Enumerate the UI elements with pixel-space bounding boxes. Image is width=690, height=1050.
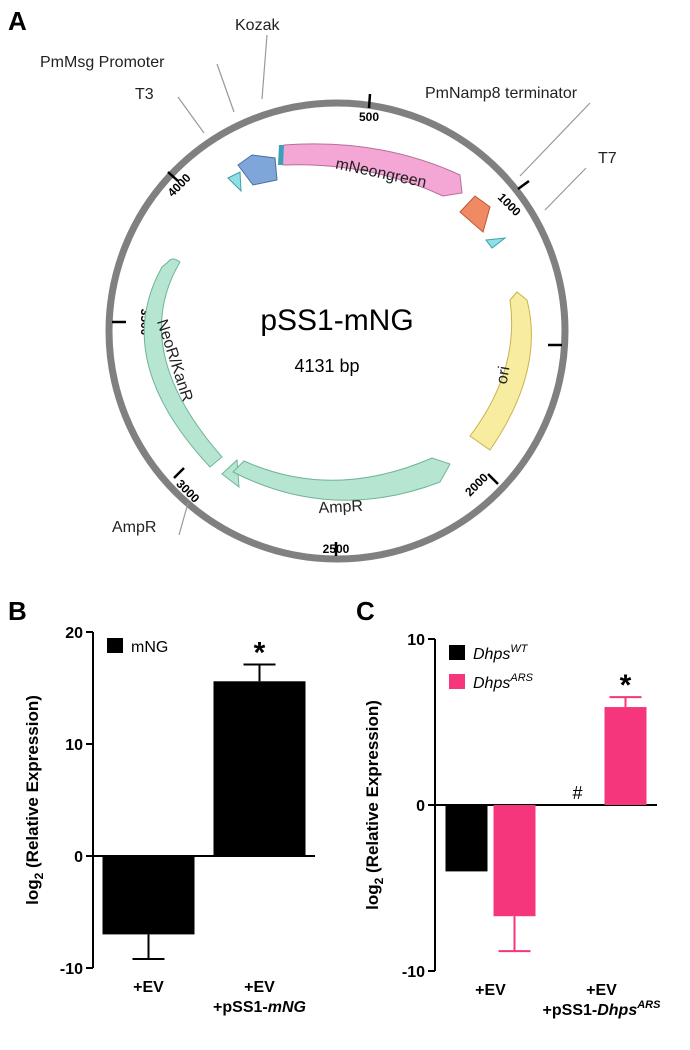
legend-swatch [449,674,465,689]
y-axis-label-main: log [363,884,382,910]
y-axis-label: log2 (Relative Expression) [363,700,386,910]
y-tick-label: -10 [402,964,425,981]
t7-feature [485,237,507,249]
x-category-label-plain: +pSS1- [213,999,268,1016]
plasmid-map: 500 1000 1500 2000 2500 3000 3500 4000 m… [40,17,617,563]
tick-label-500: 500 [359,110,379,124]
y-tick-label: 0 [416,798,425,815]
legend-label-superscript: ARS [509,672,533,684]
y-tick-label: 0 [74,849,83,866]
bar [445,805,488,872]
plasmid-backbone [105,99,569,563]
y-tick-label: 10 [407,632,425,649]
plasmid-ticks [112,93,562,556]
t3-feature [227,171,242,193]
tick-mark-4000 [167,171,179,182]
y-axis-label: log2 (Relative Expression) [23,695,46,905]
legend-swatch [449,645,465,660]
callout-line-namp8 [519,102,591,177]
x-category-label: +EV [475,982,506,999]
y-axis-label-rest: (Relative Expression) [363,700,382,878]
significance-asterisk: * [620,669,632,702]
tick-label-2000: 2000 [462,470,491,499]
feature-label-ampr: AmpR [318,498,363,517]
tick-mark-500 [367,93,372,109]
callout-line-ampr [178,502,189,536]
callout-line-t7 [544,167,587,211]
y-axis-label-main: log [23,879,42,905]
callout-label-kozak: Kozak [235,17,280,34]
callout-line-t3 [177,96,205,134]
tick-mark-1000 [517,179,530,191]
significance-hash: # [572,783,582,803]
callout-label-t3: T3 [135,86,154,103]
callout-line-kozak [261,34,268,100]
y-tick-label: -10 [60,961,83,978]
panel-letter-b: B [8,596,27,626]
y-axis-label-subscript: 2 [372,877,386,884]
y-tick-label: 20 [65,625,83,642]
panel-letter-c: C [356,596,375,626]
callout-line-pmmsg [216,63,235,113]
bar [213,681,306,856]
x-category-label-plain: +pSS1- [543,1002,598,1019]
legend-label-superscript: WT [510,643,528,655]
feature-label-ori: ori [494,365,514,385]
ori-arrow [469,291,532,451]
y-tick-label: 10 [65,737,83,754]
tick-mark-3000 [173,467,185,479]
legend-label: DhpsWT [473,643,529,663]
callout-lines [177,34,591,536]
x-category-label-superscript: ARS [636,999,661,1011]
y-axis-label-rest: (Relative Expression) [23,695,42,873]
tick-label-2500: 2500 [323,542,350,556]
kozak-feature [278,145,284,165]
bar [604,707,647,805]
bar [102,856,195,935]
x-category-label-line2: +pSS1-mNG [213,999,306,1016]
plasmid-name: pSS1-mNG [260,304,413,337]
mneongreen-arrow [279,143,463,197]
x-category-label: +EV [586,982,617,999]
legend-label: mNG [131,639,168,656]
legend-label-text: mNG [131,639,168,656]
legend-swatch [107,638,123,653]
callout-label-pmmsg: PmMsg Promoter [40,54,165,71]
neor-arrow [143,258,223,468]
x-category-label-line2: +pSS1-DhpsARS [543,999,662,1019]
callout-label-ampr: AmpR [112,519,156,536]
x-category-label-italic: Dhps [597,1002,637,1019]
chart-b: -10 0 10 20 log2 (Relative Expression) +EV +EV… [23,625,315,1016]
ampr-arrow [232,457,451,501]
legend-label-base: Dhps [473,675,510,692]
terminator-arrow [459,195,491,233]
x-category-label-italic: mNG [268,999,306,1016]
x-category-label: +EV [244,979,275,996]
x-category-label: +EV [133,979,164,996]
y-axis-label-subscript: 2 [32,872,46,879]
legend-label: DhpsARS [473,672,534,692]
tick-mark-2000 [487,473,499,485]
callout-label-t7: T7 [598,150,617,167]
plasmid-size: 4131 bp [294,356,359,376]
significance-asterisk: * [254,636,266,669]
promoter-arrow [237,154,278,186]
panel-letter-a: A [8,6,27,36]
bar [493,805,536,917]
callout-label-namp8: PmNamp8 terminator [425,85,578,102]
legend-label-base: Dhps [473,646,510,663]
